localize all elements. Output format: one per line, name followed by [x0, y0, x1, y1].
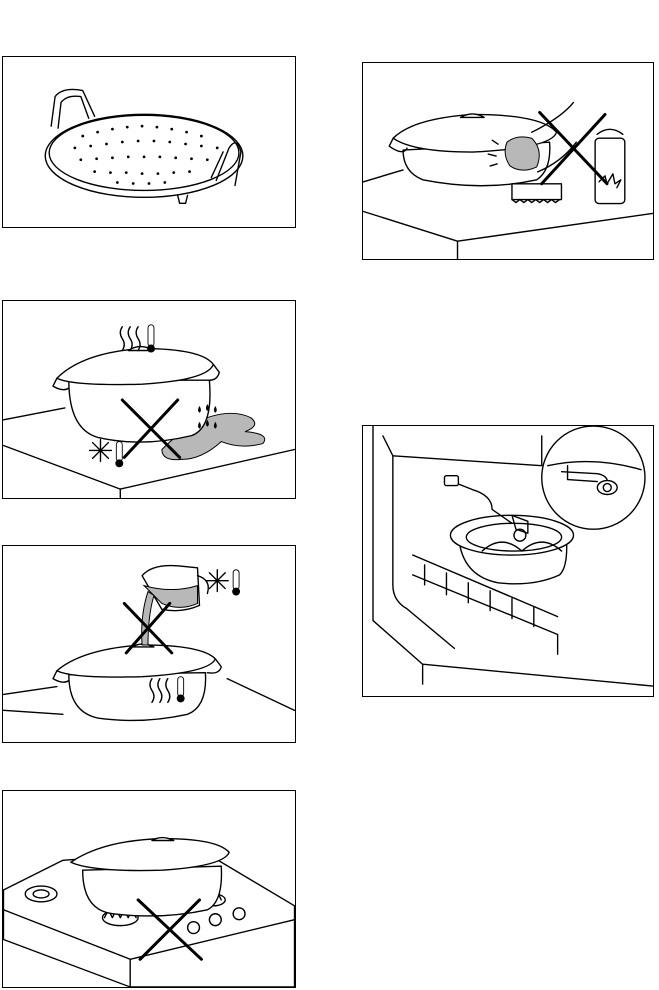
no-abrasive-cleaning-figure — [362, 62, 654, 260]
no-use-on-gas-hob-icon — [3, 791, 295, 987]
pouring-figure — [2, 545, 296, 743]
gas-hob-figure — [2, 790, 296, 988]
dish-in-oven-with-steam-connector-icon — [363, 426, 653, 696]
no-cold-liquid-into-hot-dish-icon — [3, 546, 295, 742]
no-abrasive-cleaning-icon — [363, 63, 653, 259]
no-hot-dish-on-cold-wet-surface-icon — [3, 301, 295, 498]
steamer-tray-icon — [3, 57, 295, 227]
oven-figure — [362, 425, 654, 697]
steamer-tray-figure — [2, 56, 296, 228]
thermal-shock-figure — [2, 300, 296, 499]
